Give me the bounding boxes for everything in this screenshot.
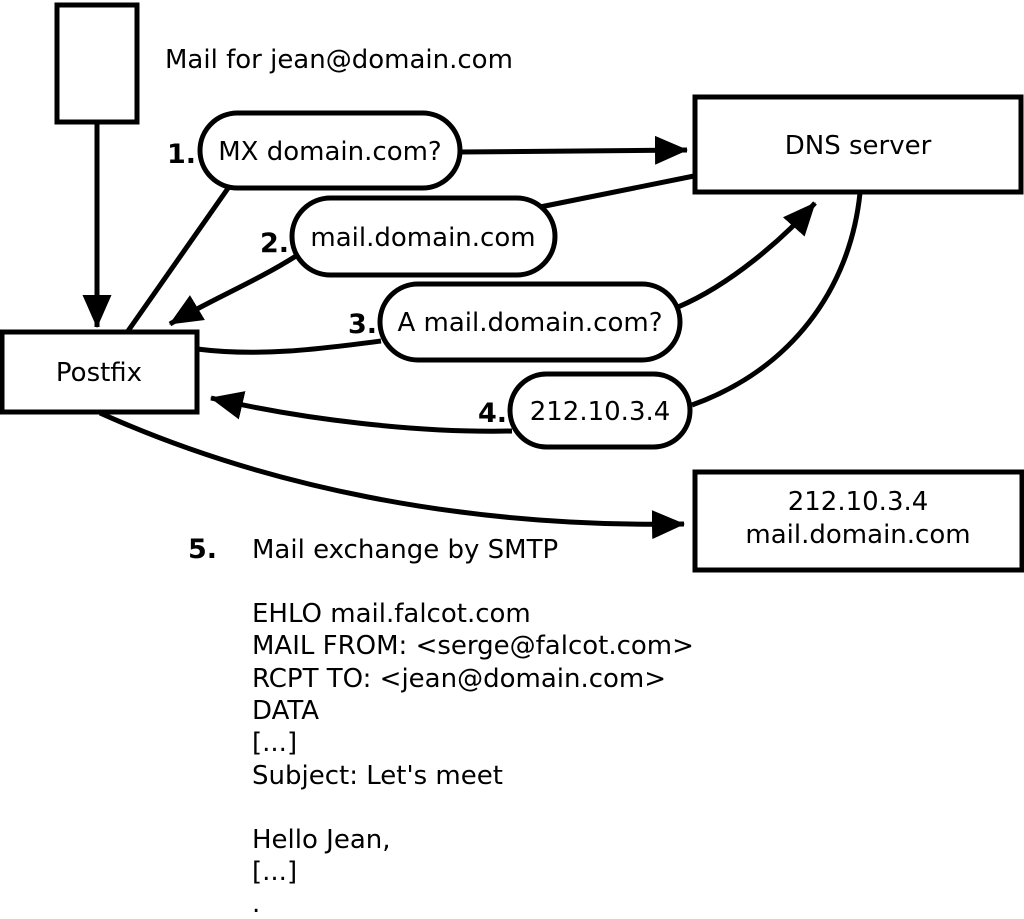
- step-1-pill: [197, 110, 463, 191]
- step-2-label: mail.domain.com: [310, 223, 535, 253]
- step-2-number: 2.: [260, 228, 289, 259]
- smtp-line-9: .: [252, 889, 260, 919]
- step-5-label: Mail exchange by SMTP: [252, 535, 558, 565]
- smtp-line-4: [...]: [252, 728, 297, 758]
- mail-server-node: [692, 469, 1024, 573]
- envelope-node: [54, 2, 140, 125]
- step-3-pill: [377, 281, 683, 363]
- step-1-label: MX domain.com?: [218, 137, 441, 167]
- step-2-pill: [289, 195, 558, 278]
- step-3-label: A mail.domain.com?: [398, 308, 663, 338]
- step-4-label: 212.10.3.4: [530, 397, 671, 427]
- smtp-line-0: EHLO mail.falcot.com: [252, 599, 531, 629]
- line-dns-to-mx-answer: [539, 173, 695, 210]
- arrow-postfix-to-mail-server: [98, 410, 685, 540]
- smtp-line-1: MAIL FROM: <serge@falcot.com>: [252, 631, 694, 661]
- smtp-line-2: RCPT TO: <jean@domain.com>: [252, 664, 666, 694]
- smtp-line-7: Hello Jean,: [252, 825, 391, 855]
- postfix-node: [0, 329, 200, 415]
- dns-server-node: [692, 94, 1024, 195]
- postfix-label: Postfix: [56, 358, 142, 388]
- step-5-number: 5.: [188, 534, 217, 565]
- smtp-line-5: Subject: Let's meet: [252, 761, 503, 791]
- mail-server-ip: 212.10.3.4: [788, 487, 929, 517]
- line-dns-to-a-answer: [691, 192, 863, 408]
- arrow-a-answer-to-postfix: [210, 391, 513, 434]
- smtp-line-3: DATA: [252, 696, 319, 726]
- arrow-mx-query-to-dns: [459, 135, 688, 165]
- line-postfix-to-a-query: [196, 338, 382, 355]
- line-postfix-to-mx-query: [125, 182, 234, 333]
- mail-server-hostname: mail.domain.com: [745, 520, 970, 550]
- arrow-mx-answer-to-postfix: [168, 253, 298, 327]
- step-3-number: 3.: [348, 309, 377, 340]
- smtp-line-8: [...]: [252, 857, 297, 887]
- step-1-number: 1.: [167, 139, 196, 170]
- dns-server-label: DNS server: [785, 131, 932, 161]
- smtp-session-block: EHLO mail.falcot.com MAIL FROM: <serge@f…: [252, 599, 694, 919]
- step-4-number: 4.: [478, 398, 507, 429]
- arrow-a-query-to-dns: [677, 201, 817, 310]
- mail-note: Mail for jean@domain.com: [165, 45, 513, 75]
- step-4-pill: [507, 371, 693, 450]
